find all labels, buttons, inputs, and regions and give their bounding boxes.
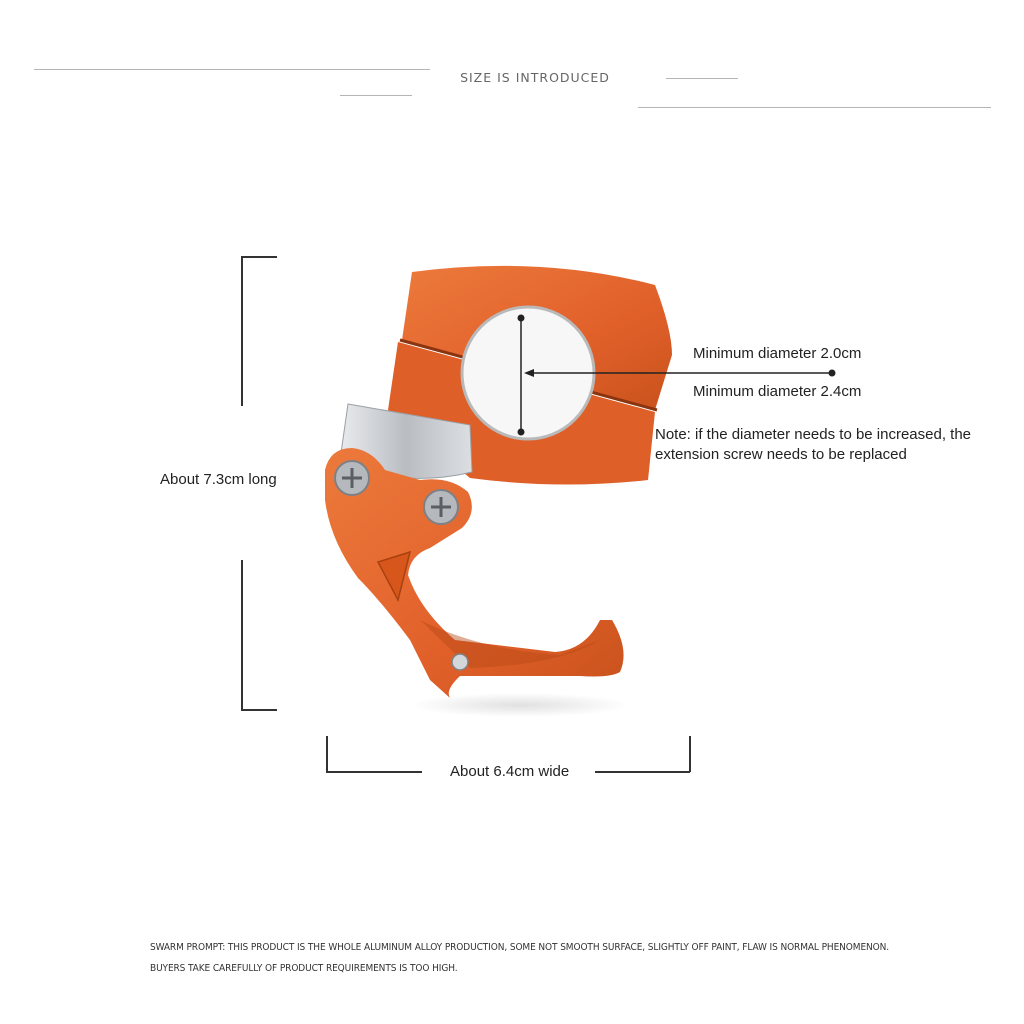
- height-label: About 7.3cm long: [160, 471, 277, 488]
- hook-emblem: [376, 550, 412, 603]
- footer-line1: SWARM PROMPT: THIS PRODUCT IS THE WHOLE …: [150, 942, 890, 953]
- header-rule-left-long: [34, 69, 430, 70]
- width-bracket-right-line: [595, 771, 690, 773]
- min-diameter-label: Minimum diameter 2.0cm: [693, 345, 862, 362]
- width-bracket-right-tick: [689, 736, 691, 772]
- header-title: SIZE IS INTRODUCED: [460, 70, 610, 85]
- extension-note-line1: Note: if the diameter needs to be increa…: [655, 426, 972, 443]
- screw-left: [334, 460, 370, 496]
- max-diameter-label: Minimum diameter 2.4cm: [693, 383, 862, 400]
- height-bracket-bottom-tick: [241, 709, 277, 711]
- width-bracket-left-tick: [326, 736, 328, 772]
- footer-line2: BUYERS TAKE CAREFULLY OF PRODUCT REQUIRE…: [150, 963, 458, 974]
- height-bracket-top-tick: [241, 256, 277, 258]
- extension-note-line2: extension screw needs to be replaced: [655, 446, 907, 463]
- footer-disclaimer: SWARM PROMPT: THIS PRODUCT IS THE WHOLE …: [150, 937, 970, 979]
- screw-right: [423, 489, 459, 525]
- header-rule-left-short: [340, 95, 412, 96]
- extension-note: Note: if the diameter needs to be increa…: [655, 425, 971, 465]
- floor-shadow: [410, 693, 630, 717]
- header-rule-right-long: [638, 107, 991, 108]
- pin-bottom: [451, 653, 469, 671]
- hook-body: [325, 448, 624, 698]
- width-label: About 6.4cm wide: [450, 763, 570, 780]
- height-bracket-lower-line: [241, 560, 243, 710]
- header-rule-right-short: [666, 78, 738, 79]
- height-bracket-upper-line: [241, 256, 243, 406]
- width-bracket-left-line: [326, 771, 422, 773]
